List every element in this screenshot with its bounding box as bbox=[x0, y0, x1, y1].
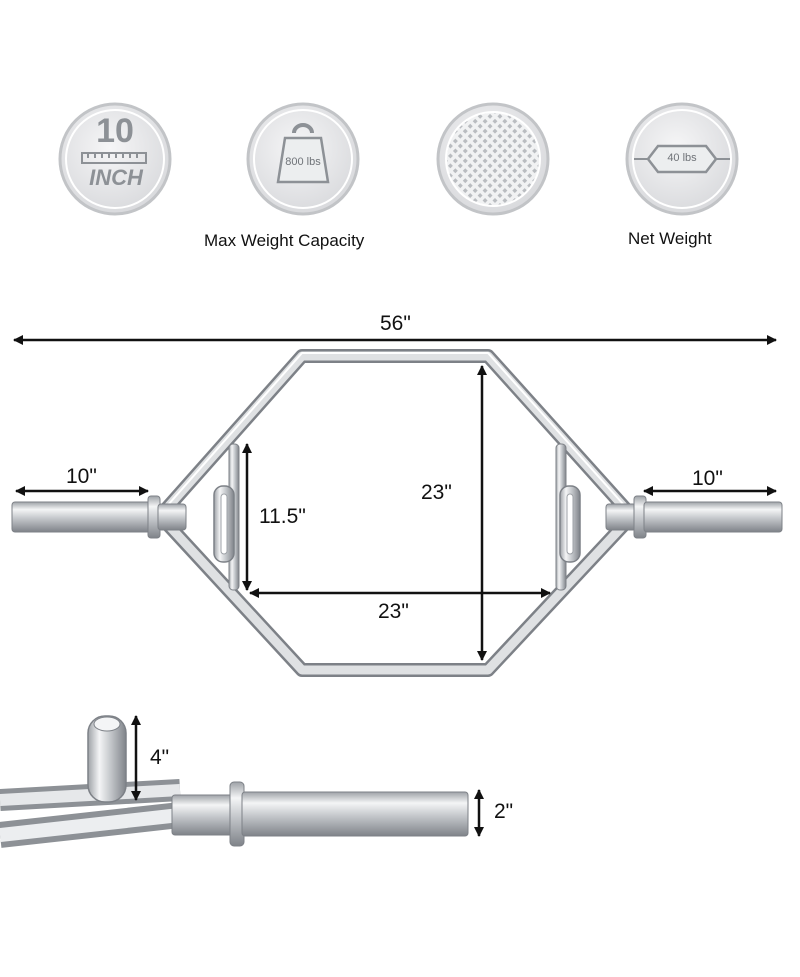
right-sleeve-label: 10" bbox=[692, 467, 723, 490]
right-sleeve bbox=[605, 495, 783, 539]
knurling-icon bbox=[436, 102, 550, 216]
left-sleeve bbox=[11, 495, 187, 539]
weight-capacity-icon bbox=[246, 102, 360, 216]
size-unit: INCH bbox=[89, 165, 143, 190]
capacity-badge: 800 lbs bbox=[285, 156, 321, 168]
overall-length-label: 56" bbox=[380, 312, 411, 335]
handle-height-label: 11.5" bbox=[259, 505, 306, 528]
left-handle bbox=[213, 443, 240, 591]
net-weight-badge: 40 lbs bbox=[667, 152, 697, 164]
size-number: 10 bbox=[96, 112, 134, 150]
net-weight-caption: Net Weight bbox=[628, 229, 712, 248]
left-sleeve-label: 10" bbox=[66, 465, 97, 488]
max-weight-capacity-caption: Max Weight Capacity bbox=[204, 231, 365, 250]
sleeve-closeup bbox=[0, 715, 469, 848]
size-icon bbox=[58, 102, 172, 216]
right-handle bbox=[555, 443, 581, 591]
sleeve-diameter-label: 2" bbox=[494, 800, 514, 823]
net-weight-icon bbox=[625, 102, 739, 216]
inner-width-label: 23" bbox=[378, 600, 409, 623]
collar-height-label: 4" bbox=[150, 746, 170, 769]
inner-height-label: 23" bbox=[421, 481, 452, 504]
